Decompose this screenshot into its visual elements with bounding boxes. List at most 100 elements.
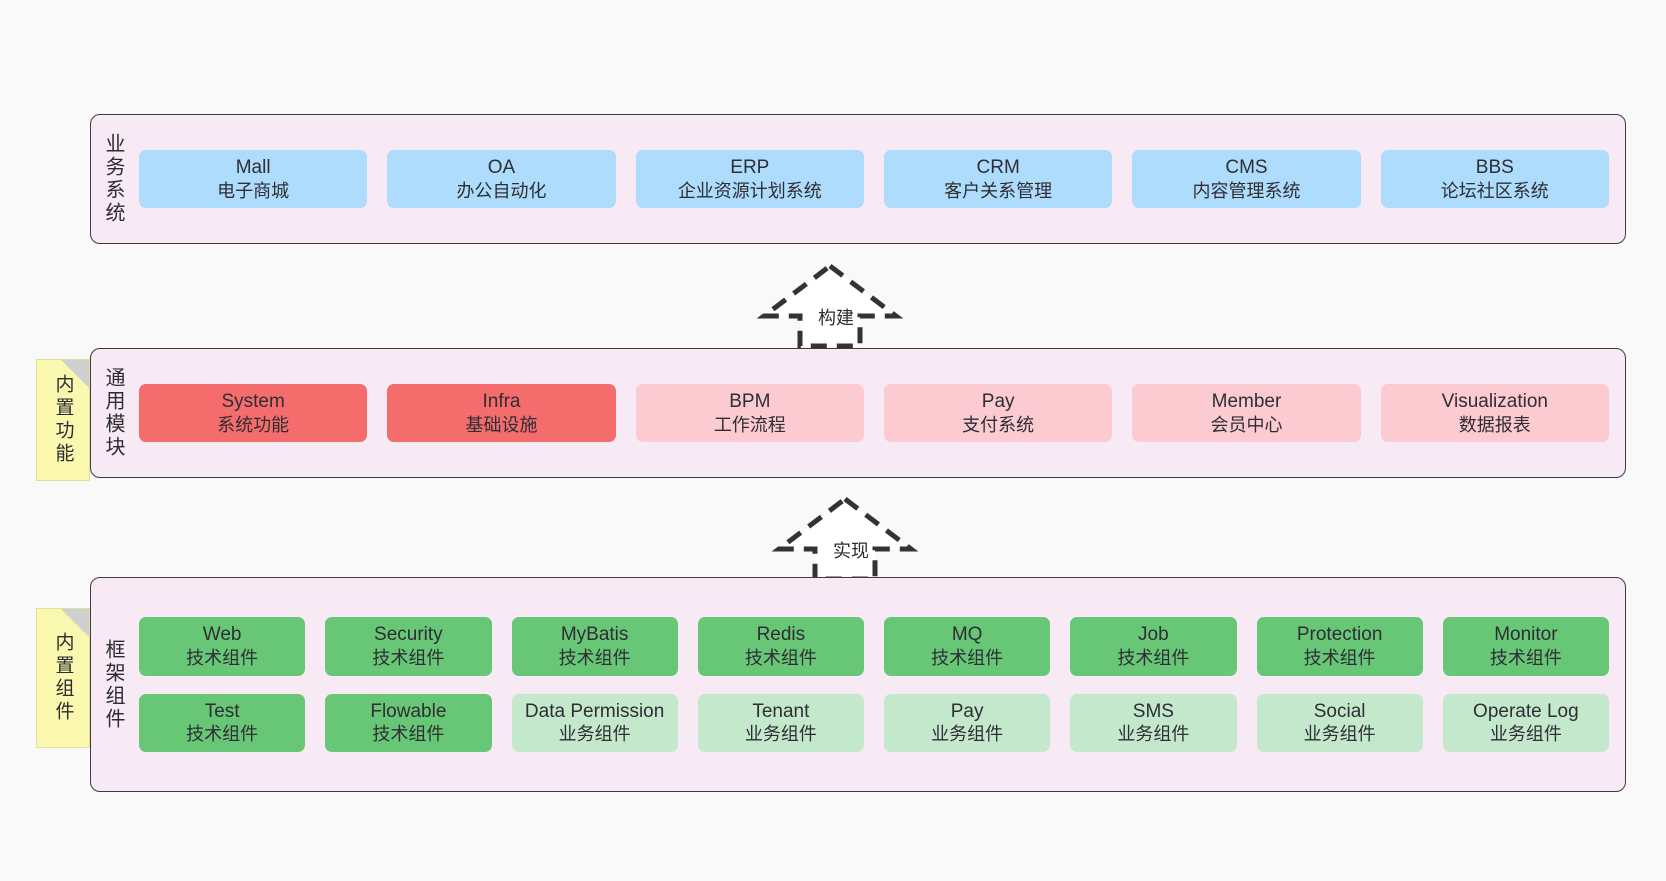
module-name: Flowable [370,700,447,722]
module-card-redis[interactable]: Redis 技术组件 [697,617,864,676]
module-name: BPM [729,390,771,412]
module-card-mall[interactable]: Mall 电子商城 [139,149,368,209]
module-name: SMS [1132,700,1174,722]
module-card-flowable[interactable]: Flowable 技术组件 [325,693,492,752]
sticky-note-builtin-components: 内置组件 [36,608,90,748]
layer-body-business-systems: Mall 电子商城 OA 办公自动化 ERP 企业资源计划系统 CRM 客户关系… [135,115,1625,243]
module-card-bbs[interactable]: BBS 论坛社区系统 [1380,149,1609,209]
note-text: 内置组件 [52,632,74,724]
module-card-data-permission[interactable]: Data Permission 业务组件 [511,693,678,752]
module-card-test[interactable]: Test 技术组件 [139,693,306,752]
module-card-mq[interactable]: MQ 技术组件 [884,617,1051,676]
module-subtitle: 业务组件 [744,724,817,745]
module-name: BBS [1475,156,1514,178]
note-text: 内置功能 [52,374,74,466]
module-name: Security [374,624,443,646]
module-name: Member [1211,390,1282,412]
module-subtitle: 业务组件 [1489,724,1562,745]
module-subtitle: 工作流程 [713,414,786,435]
module-name: Test [204,700,240,722]
module-name: Data Permission [524,700,665,722]
module-card-monitor[interactable]: Monitor 技术组件 [1442,617,1609,676]
implement-arrow: 实现 [771,495,919,582]
module-card-oa[interactable]: OA 办公自动化 [387,149,616,209]
module-subtitle: 业务组件 [1303,724,1376,745]
module-subtitle: 办公自动化 [456,180,547,201]
module-name: OA [487,156,516,178]
module-name: Mall [235,156,271,178]
layer-framework-components: 框架组件 Web 技术组件 Security 技术组件 MyBatis 技术组件… [90,577,1626,792]
module-subtitle: 基础设施 [465,414,538,435]
module-card-pay-business[interactable]: Pay 业务组件 [884,693,1051,752]
layer-title-business-systems: 业务系统 [102,133,124,225]
module-card-member[interactable]: Member 会员中心 [1132,383,1361,443]
module-card-infra[interactable]: Infra 基础设施 [387,383,616,443]
module-subtitle: 系统功能 [217,414,290,435]
module-card-security[interactable]: Security 技术组件 [325,617,492,676]
module-card-system[interactable]: System 系统功能 [139,383,368,443]
module-subtitle: 内容管理系统 [1192,180,1301,201]
module-name: Visualization [1441,390,1548,412]
module-card-mybatis[interactable]: MyBatis 技术组件 [511,617,678,676]
layer-body-general-modules: System 系统功能 Infra 基础设施 BPM 工作流程 Pay 支付系统… [135,349,1625,477]
module-subtitle: 业务组件 [931,724,1004,745]
module-card-pay[interactable]: Pay 支付系统 [883,383,1113,443]
module-subtitle: 论坛社区系统 [1440,180,1549,201]
module-card-tenant[interactable]: Tenant 业务组件 [697,693,864,752]
module-card-protection[interactable]: Protection 技术组件 [1256,617,1423,676]
build-arrow-label: 构建 [818,308,854,328]
module-subtitle: 会员中心 [1210,414,1283,435]
module-subtitle: 技术组件 [744,648,817,668]
module-name: Pay [950,700,984,722]
module-subtitle: 技术组件 [1117,648,1190,668]
module-subtitle: 技术组件 [931,648,1004,668]
sticky-note-builtin-features: 内置功能 [36,359,90,481]
module-card-sms[interactable]: SMS 业务组件 [1070,693,1237,752]
module-card-social[interactable]: Social 业务组件 [1256,693,1423,752]
layer-row: Mall 电子商城 OA 办公自动化 ERP 企业资源计划系统 CRM 客户关系… [139,149,1609,209]
module-subtitle: 业务组件 [558,724,631,745]
module-subtitle: 支付系统 [962,414,1035,435]
module-name: Infra [482,390,521,412]
module-subtitle: 技术组件 [1303,648,1376,668]
module-name: Social [1313,700,1366,722]
module-name: ERP [730,156,770,178]
module-name: CRM [976,156,1020,178]
module-name: Job [1138,624,1169,646]
module-card-job[interactable]: Job 技术组件 [1070,617,1237,676]
note-fold-corner-icon [61,609,89,637]
module-name: Protection [1296,624,1383,646]
module-name: Monitor [1494,624,1558,646]
module-subtitle: 业务组件 [1117,724,1190,745]
module-card-web[interactable]: Web 技术组件 [139,617,306,676]
module-card-visualization[interactable]: Visualization 数据报表 [1380,383,1609,443]
module-subtitle: 数据报表 [1458,414,1531,435]
note-fold-corner-icon [61,360,89,388]
module-card-cms[interactable]: CMS 内容管理系统 [1132,149,1361,209]
layer-general-modules: 通用模块 System 系统功能 Infra 基础设施 BPM 工作流程 Pay… [90,348,1626,478]
module-subtitle: 企业资源计划系统 [677,180,822,201]
layer-row: Test 技术组件 Flowable 技术组件 Data Permission … [139,693,1609,752]
module-name: MyBatis [560,624,629,646]
layer-row: Web 技术组件 Security 技术组件 MyBatis 技术组件 Redi… [139,617,1609,676]
module-name: MQ [951,624,983,646]
module-card-operate-log[interactable]: Operate Log 业务组件 [1442,693,1609,752]
layer-row: System 系统功能 Infra 基础设施 BPM 工作流程 Pay 支付系统… [139,383,1609,443]
module-subtitle: 电子商城 [217,180,290,201]
module-card-bpm[interactable]: BPM 工作流程 [635,383,864,443]
module-name: System [221,390,285,412]
module-name: Web [202,624,242,646]
module-subtitle: 客户关系管理 [944,180,1053,201]
implement-arrow-shape [771,495,919,582]
module-subtitle: 技术组件 [372,724,445,745]
module-subtitle: 技术组件 [372,648,445,668]
build-arrow: 构建 [756,262,904,349]
module-name: Pay [981,390,1015,412]
module-card-erp[interactable]: ERP 企业资源计划系统 [635,149,864,209]
module-card-crm[interactable]: CRM 客户关系管理 [883,149,1113,209]
layer-body-framework-components: Web 技术组件 Security 技术组件 MyBatis 技术组件 Redi… [135,578,1625,791]
layer-title-general-modules: 通用模块 [102,367,124,459]
layer-title-framework-components: 框架组件 [102,638,124,731]
module-subtitle: 技术组件 [558,648,631,668]
